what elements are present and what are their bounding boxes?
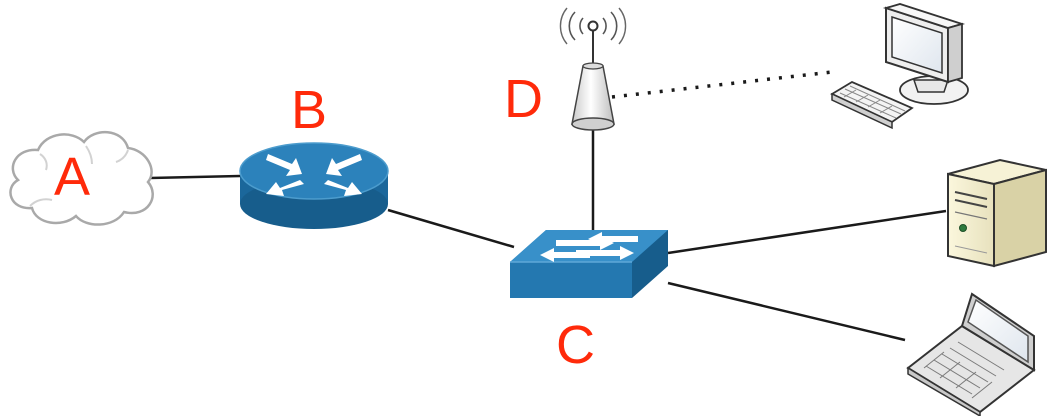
label-internet: A [54, 147, 90, 207]
link-router-switch [387, 208, 515, 249]
link-switch-laptop [667, 281, 906, 342]
link-wireless-access-point-desktop [611, 70, 833, 99]
server-tower-icon [947, 158, 1047, 268]
switch-icon [510, 230, 668, 298]
label-router: B [291, 80, 327, 140]
laptop-icon [906, 292, 1036, 416]
desktop-computer-icon [830, 3, 969, 130]
link-switch-server [667, 209, 947, 255]
cloud-icon [9, 130, 154, 226]
router-icon [239, 142, 389, 229]
link-internet-router [149, 174, 241, 180]
label-switch: C [556, 315, 595, 375]
wireless-access-point-icon [559, 7, 627, 131]
label-access-point: D [504, 69, 543, 129]
links [149, 70, 947, 342]
